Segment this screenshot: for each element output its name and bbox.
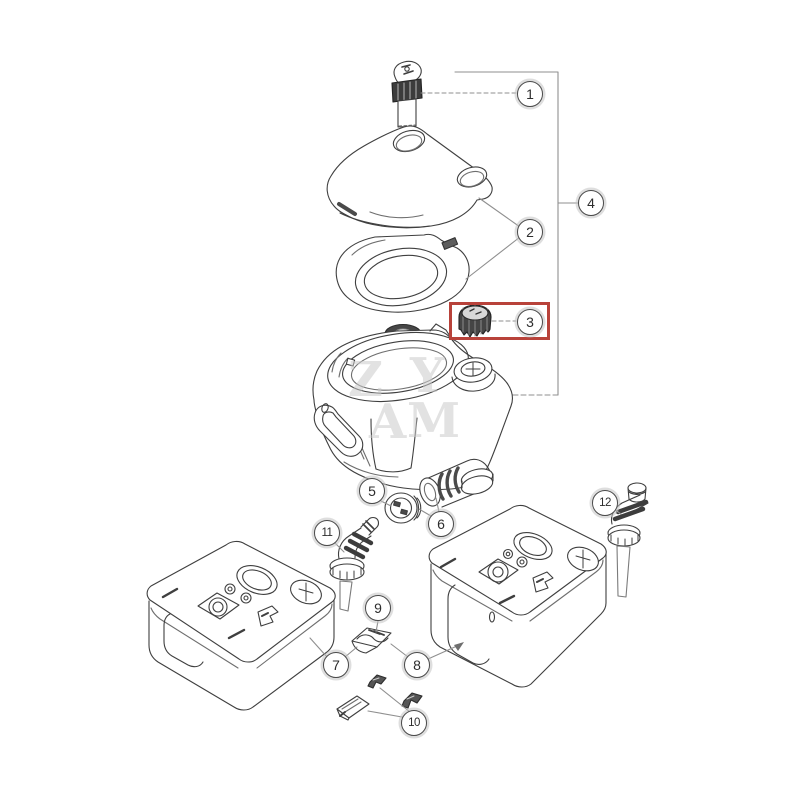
callout-3[interactable]: 3 <box>517 309 543 335</box>
pour-out-spout-part-6 <box>419 458 494 508</box>
pump-vent-plug-part-1 <box>391 60 423 128</box>
callout-7-label: 7 <box>332 657 340 673</box>
callout-6-label: 6 <box>437 516 445 532</box>
clip-small-a-part-10 <box>367 674 387 689</box>
callout-9[interactable]: 9 <box>365 595 391 621</box>
clip-plate-part-10 <box>336 695 370 721</box>
callout-5[interactable]: 5 <box>359 478 385 504</box>
highlight-box-part-3 <box>449 302 550 340</box>
callout-5-label: 5 <box>368 483 376 499</box>
callout-12[interactable]: 12 <box>592 490 618 516</box>
vent-elbow-right-part-12 <box>607 482 649 598</box>
callout-8-label: 8 <box>413 657 421 673</box>
callout-11-label: 11 <box>321 527 333 539</box>
toilet-lid-part-2 <box>326 125 493 229</box>
callout-9-label: 9 <box>374 600 382 616</box>
callout-4[interactable]: 4 <box>578 190 604 216</box>
callout-8[interactable]: 8 <box>404 652 430 678</box>
callout-3-label: 3 <box>526 314 534 330</box>
callout-10-label: 10 <box>408 717 420 729</box>
callout-1[interactable]: 1 <box>517 81 543 107</box>
callout-12-label: 12 <box>599 497 611 509</box>
waste-tank-left-part-7 <box>146 540 336 711</box>
vent-elbow-left-part-11 <box>329 516 380 612</box>
spout-cap-part-5 <box>384 492 422 524</box>
callout-2-label: 2 <box>526 224 534 240</box>
toilet-body-upper-unit <box>312 323 513 491</box>
waste-tank-right-part-8 <box>428 504 607 688</box>
callout-1-label: 1 <box>526 86 534 102</box>
callout-4-label: 4 <box>587 195 595 211</box>
callout-7[interactable]: 7 <box>323 652 349 678</box>
clip-small-b-part-10 <box>401 692 423 709</box>
callout-2[interactable]: 2 <box>517 219 543 245</box>
arrowhead-part-8 <box>454 642 464 651</box>
toilet-seat-part-2 <box>335 233 470 313</box>
callout-11[interactable]: 11 <box>314 520 340 546</box>
callout-10[interactable]: 10 <box>401 710 427 736</box>
sealing-cap-part-3 <box>458 304 492 338</box>
slide-wedge-part-9 <box>351 627 392 654</box>
callout-6[interactable]: 6 <box>428 511 454 537</box>
leader-lines <box>309 92 622 718</box>
